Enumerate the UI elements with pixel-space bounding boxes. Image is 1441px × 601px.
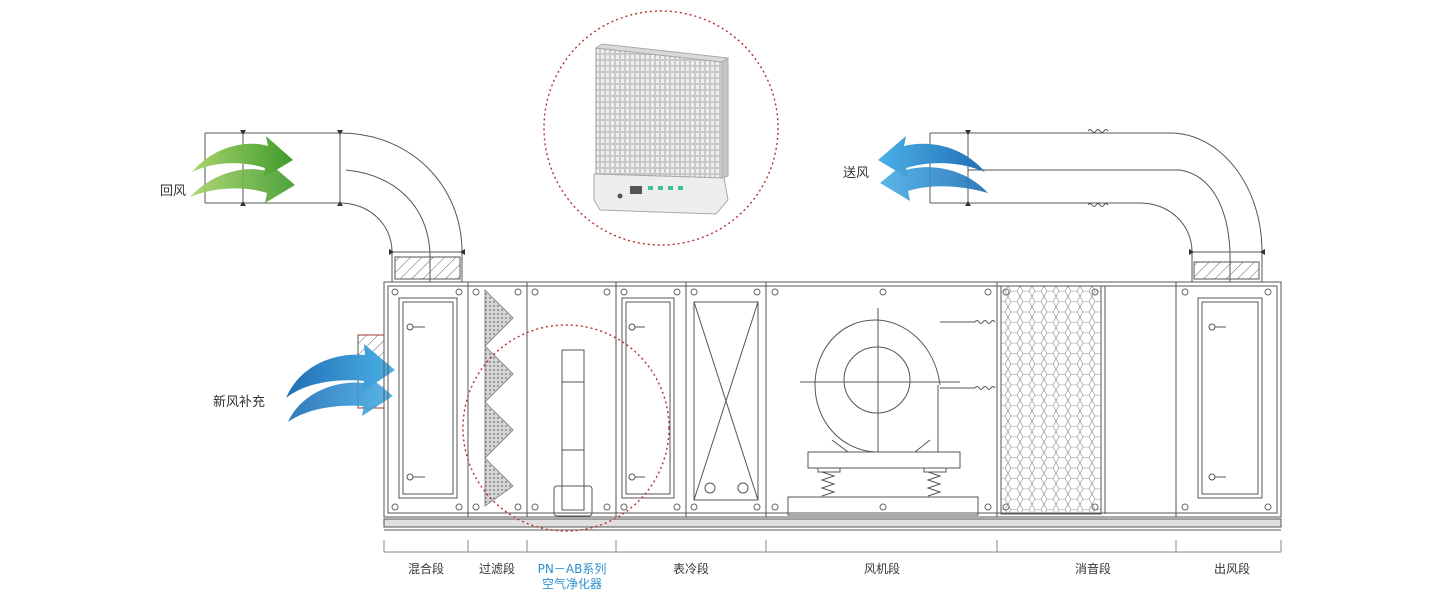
supply-air-duct — [929, 129, 1263, 282]
discharge-section-door — [1197, 297, 1263, 499]
return-air-label: 回风 — [160, 184, 187, 199]
unit-casing — [383, 281, 1282, 531]
section-label-purifier-line1: PN－AB系列 — [537, 562, 607, 576]
fresh-air-label: 新风补充 — [213, 395, 266, 410]
return-air-duct — [204, 132, 463, 282]
supply-damper — [1193, 261, 1260, 280]
section-label-purifier: PN－AB系列 空气净化器 — [538, 562, 607, 592]
section-label-cooling: 表冷段 — [672, 562, 710, 576]
return-damper — [394, 256, 461, 280]
section-label-silencer: 消音段 — [1074, 562, 1112, 576]
section-label-purifier-line2: 空气净化器 — [541, 577, 602, 591]
mixing-section-door — [398, 297, 458, 499]
section-label-mixing: 混合段 — [407, 562, 445, 576]
section-ruler — [383, 540, 1282, 553]
fresh-air-arrow-icon — [286, 344, 395, 422]
cooling-coil — [693, 301, 759, 501]
supply-air-arrow-icon — [878, 136, 988, 201]
purifier-module — [553, 349, 593, 517]
section-label-filter: 过滤段 — [478, 562, 516, 576]
air-purifier-image — [593, 43, 730, 215]
section-label-discharge: 出风段 — [1213, 562, 1251, 576]
cooling-section-door — [621, 297, 675, 499]
fan-icon — [787, 308, 996, 516]
purifier-highlight-circle — [462, 324, 670, 532]
filter-pleats — [484, 289, 514, 507]
section-label-fan: 风机段 — [863, 562, 901, 576]
silencer-honeycomb — [1000, 285, 1102, 515]
supply-air-label: 送风 — [843, 166, 870, 181]
duct-flange-marks — [240, 130, 465, 255]
spring-icon — [817, 467, 947, 497]
product-image-circle — [543, 10, 779, 246]
return-air-arrow-icon — [190, 136, 295, 203]
